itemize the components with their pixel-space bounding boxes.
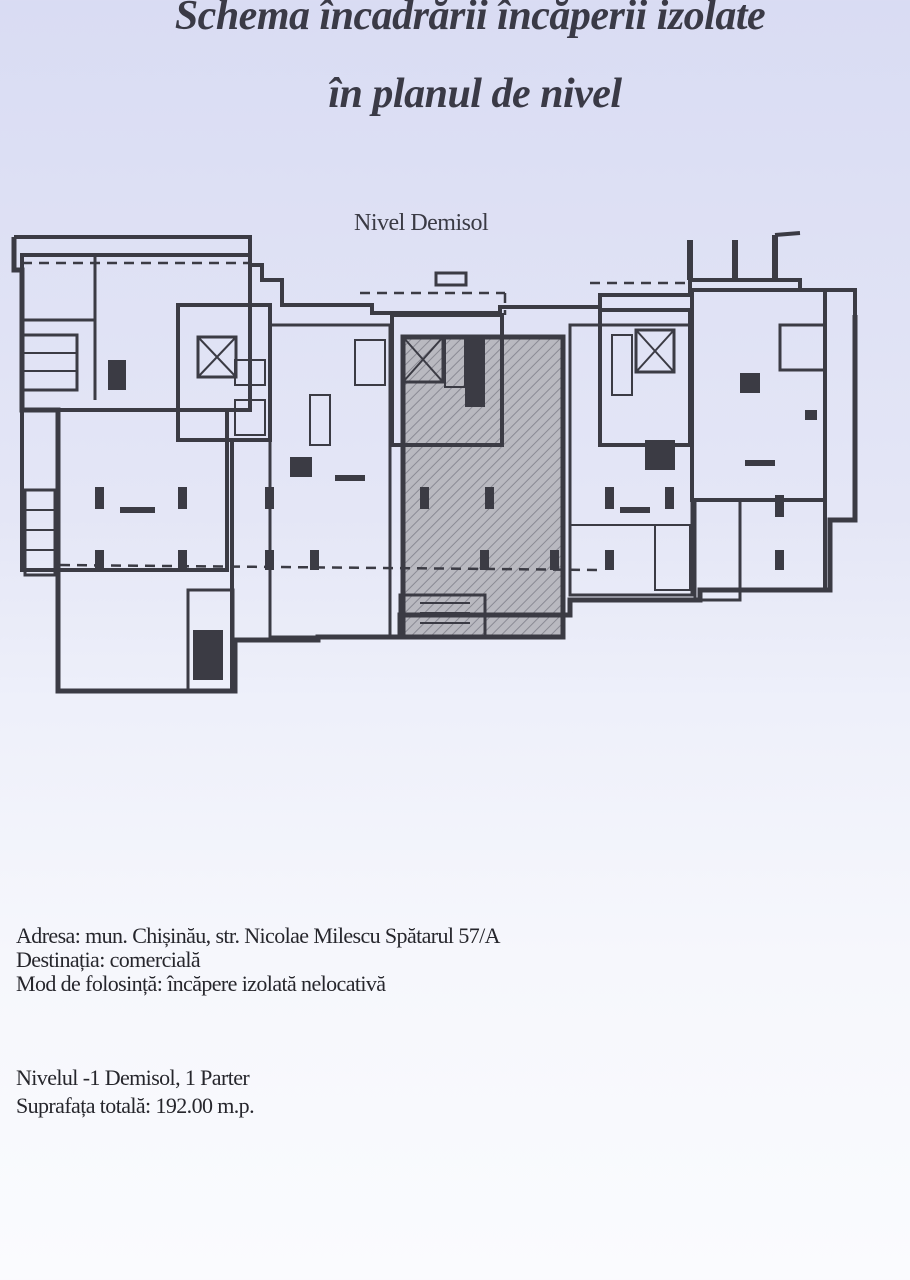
usage-line: Mod de folosință: încăpere izolată neloc… <box>16 971 386 996</box>
floor-plan-drawing <box>11 231 858 694</box>
floor-level-label: Nivel Demisol <box>354 210 489 236</box>
total-area-line: Suprafața totală: 192.00 m.p. <box>16 1093 255 1118</box>
purpose-line: Destinația: comercială <box>16 947 201 972</box>
levels-line: Nivelul -1 Demisol, 1 Parter <box>16 1065 250 1090</box>
level-and-area-details: Nivelul -1 Demisol, 1 Parter Suprafața t… <box>16 1065 255 1122</box>
document-title-line-2: în planul de nivel <box>328 71 622 117</box>
document-title-line-1: Schema încadrării încăperii izolate <box>174 0 766 39</box>
property-details: Adresa: mun. Chișinău, str. Nicolae Mile… <box>16 923 501 996</box>
address-line: Adresa: mun. Chișinău, str. Nicolae Mile… <box>16 923 501 948</box>
